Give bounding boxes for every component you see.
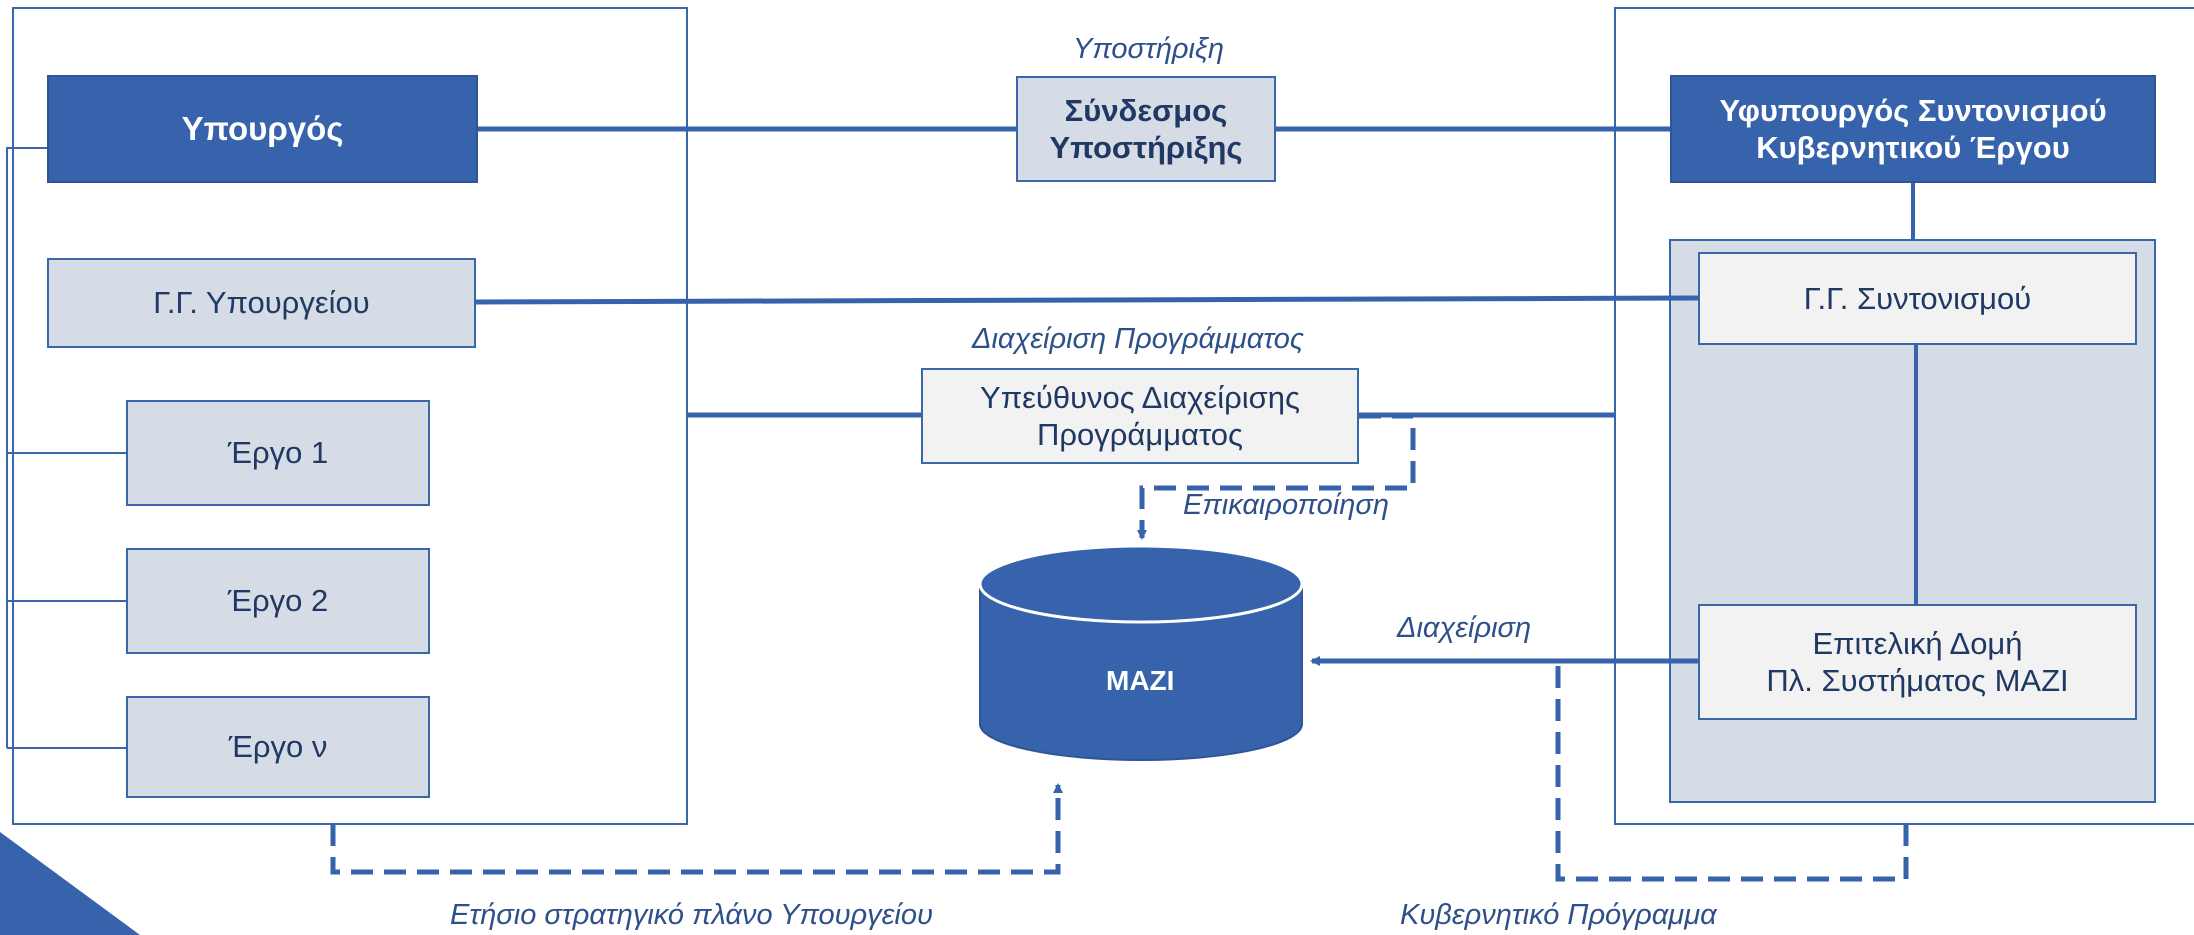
annual-plan-dashed-arrow — [330, 783, 1063, 875]
gg-coordination-box: Γ.Γ. Συντονισμού — [1698, 252, 2137, 345]
government-program-label: Κυβερνητικό Πρόγραμμα — [1400, 899, 1717, 931]
mazi-database-icon — [978, 544, 1304, 761]
executive-structure-box: Επιτελική Δομή Πλ. Συστήματος MAZI — [1698, 604, 2137, 720]
minister-box: Υπουργός — [47, 75, 478, 183]
program-manager-box: Υπεύθυνος Διαχείρισης Προγράμματος — [921, 368, 1359, 464]
corner-triangle-decoration — [0, 832, 140, 935]
deputy-minister-box: Υφυπουργός Συντονισμού Κυβερνητικού Έργο… — [1670, 75, 2156, 183]
program-management-label: Διαχείριση Προγράμματος — [972, 323, 1305, 355]
support-link-box: Σύνδεσμος Υποστήριξης — [1016, 76, 1276, 182]
update-dashed-arrow — [1137, 413, 1416, 540]
update-label: Επικαιροποίηση — [1183, 489, 1389, 521]
annual-plan-label: Ετήσιο στρατηγικό πλάνο Υπουργείου — [450, 899, 933, 931]
government-program-dashed-line — [1555, 663, 1909, 882]
project-1-box: Έργο 1 — [126, 400, 430, 506]
gg-ministry-gg-coordination-connector — [475, 295, 1699, 305]
mazi-database-label: MAZI — [1106, 665, 1175, 696]
project-n-box: Έργο ν — [126, 696, 430, 798]
project-2-box: Έργο 2 — [126, 548, 430, 654]
gg-ministry-box: Γ.Γ. Υπουργείου — [47, 258, 476, 348]
support-label: Υποστήριξη — [1073, 33, 1225, 65]
management-label: Διαχείριση — [1397, 612, 1532, 644]
minister-projects-bracket — [6, 147, 126, 749]
